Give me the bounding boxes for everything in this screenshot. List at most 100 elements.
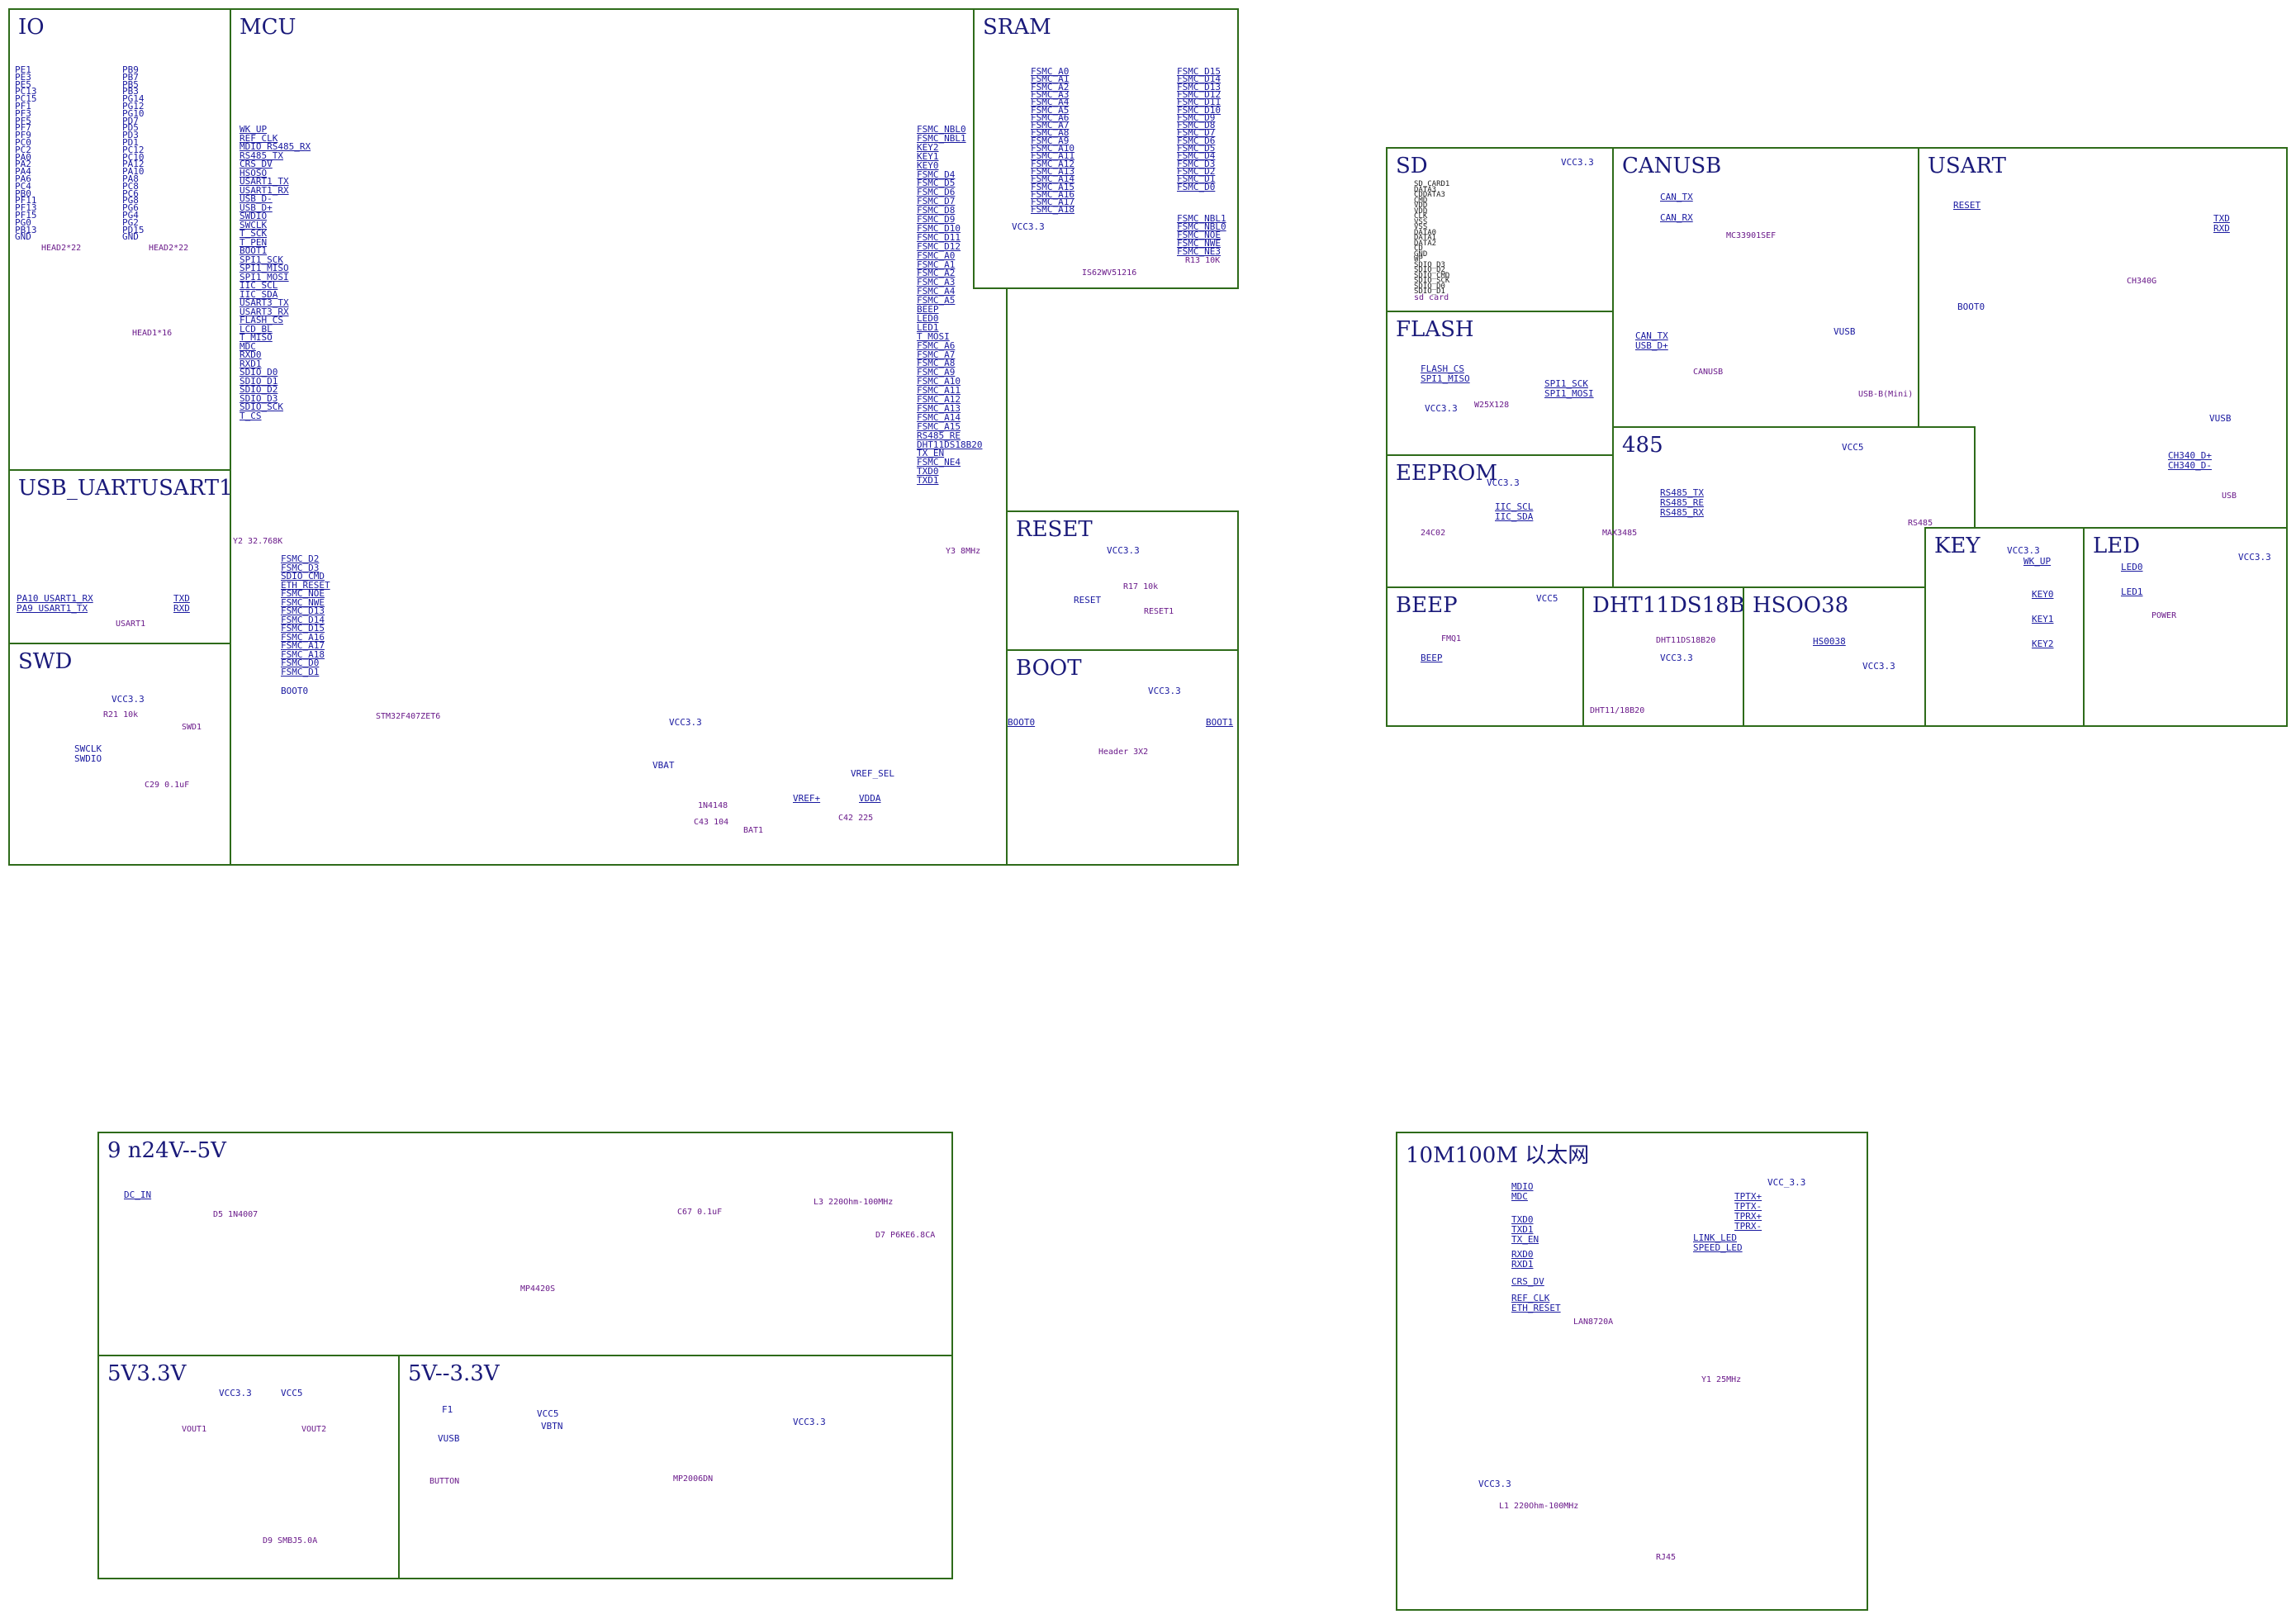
- mcu-net-label: USB_D-: [240, 193, 273, 204]
- usb-uart-net-rxd: RXD: [173, 603, 190, 614]
- hsoo38-block: HSOO38: [1743, 586, 1926, 727]
- sram-addr-label: FSMC_A18: [1031, 204, 1074, 216]
- io-pin-label: PG0: [15, 216, 31, 228]
- mcu-fsmc-label: FSMC_A16: [281, 631, 325, 643]
- sd-pin-label: VDD: [1414, 202, 1428, 210]
- mcu-net-label: FSMC_D12: [917, 240, 961, 252]
- mcu-vref-sel: VREF_SEL: [851, 768, 894, 779]
- led-vcc: VCC3.3: [2238, 552, 2271, 563]
- ethernet-block: 10M100M 以太网: [1396, 1132, 1868, 1611]
- sd-pin-label: DATA1: [1414, 234, 1437, 242]
- mcu-fsmc-label: FSMC_D3: [281, 562, 320, 573]
- mcu-vcc: VCC3.3: [669, 717, 702, 728]
- eth-vcc33: VCC3.3: [1478, 1479, 1511, 1489]
- io-conn3-label: HEAD1*16: [132, 329, 173, 338]
- mcu-net-label: T_PEN: [240, 236, 268, 248]
- swd-block: SWD: [8, 643, 231, 866]
- io-pin-label: PD15: [122, 224, 145, 235]
- reset-switch: RESET1: [1144, 607, 1174, 616]
- can-net-tx2: CAN_TX: [1635, 330, 1668, 341]
- key-net-0: KEY0: [2032, 589, 2054, 600]
- boot-net-1: BOOT1: [1206, 717, 1234, 728]
- io-pin-label: PB7: [122, 71, 139, 83]
- led-block: LED: [2083, 527, 2288, 727]
- io-pin-label: PF13: [15, 202, 37, 214]
- io-pin-label: PB9: [122, 64, 139, 75]
- io-pin-label: PE1: [15, 64, 31, 75]
- io-pin-label: PA8: [122, 173, 139, 184]
- mcu-fsmc-label: FSMC_D14: [281, 614, 325, 625]
- mcu-net-label: KEY1: [917, 150, 939, 162]
- mcu-net-label: SPI1_SCK: [240, 254, 283, 265]
- sd-pin-label: SDIO_D2: [1414, 266, 1445, 274]
- mcu-net-label: SWCLK: [240, 219, 268, 230]
- mcu-net-label: DHT11DS18B20: [917, 439, 983, 450]
- usart-net-dm: CH340_D-: [2168, 460, 2212, 471]
- sram-ctrl-label: FSMC_NBL1: [1177, 213, 1226, 224]
- beep-block: BEEP: [1386, 586, 1584, 727]
- buck-dcin: DC_IN: [124, 1189, 152, 1200]
- sram-data-label: FSMC_D1: [1177, 173, 1216, 185]
- io-pin-label: PF5: [15, 115, 31, 126]
- can-usb-conn: USB-B(Mini): [1858, 390, 1914, 399]
- sram-addr-label: FSMC_A9: [1031, 135, 1070, 146]
- eeprom-net-sda: IIC_SDA: [1495, 511, 1534, 522]
- eth-mdio: MDIO: [1511, 1181, 1534, 1192]
- mcu-part: STM32F407ZET6: [376, 712, 441, 721]
- io-pin-label: PG14: [122, 93, 145, 105]
- mcu-net-label: USART1_TX: [240, 176, 289, 187]
- sram-data-label: FSMC_D10: [1177, 104, 1221, 116]
- mcu-net-label: SDIO_D3: [240, 392, 278, 404]
- io-pin-label: PC0: [15, 137, 31, 148]
- swd-net-vcc: VCC3.3: [111, 694, 145, 705]
- io-pin-label: PC6: [122, 188, 139, 199]
- io-pin-label: PG12: [122, 101, 145, 112]
- sram-data-label: FSMC_D8: [1177, 120, 1216, 131]
- beep-net: BEEP: [1421, 653, 1443, 663]
- mcu-net-label: USART1_RX: [240, 184, 289, 196]
- key-vcc: VCC3.3: [2007, 545, 2040, 556]
- mcu-net-label: FSMC_A12: [917, 394, 961, 405]
- sram-data-label: FSMC_D15: [1177, 66, 1221, 77]
- sram-addr-label: FSMC_A14: [1031, 173, 1074, 185]
- mcu-net-label: FSMC_A7: [917, 349, 956, 360]
- io-block: IO: [8, 8, 231, 471]
- sram-addr-label: FSMC_A4: [1031, 97, 1070, 108]
- eth-jack: RJ45: [1656, 1553, 1677, 1562]
- mcu-net-label: FSMC_A11: [917, 385, 961, 396]
- canusb-title: CANUSB: [1622, 154, 1722, 178]
- rs485-net-rx: RS485_RX: [1660, 507, 1704, 518]
- sd-pin-label: SDIO_CMD: [1414, 271, 1450, 280]
- eth-tptxp: TPTX+: [1734, 1191, 1762, 1202]
- mcu-net-label: T_MOSI: [917, 330, 950, 342]
- v5v33-block: 5V3.3V: [97, 1355, 400, 1579]
- mcu-net-label: RS485_TX: [240, 150, 283, 161]
- mcu-net-label: FSMC_D8: [917, 205, 956, 216]
- sd-pin-label: DATA3: [1414, 185, 1437, 194]
- flash-vcc: VCC3.3: [1425, 403, 1458, 414]
- eeprom-title: EEPROM: [1396, 461, 1497, 486]
- key-net-1: KEY1: [2032, 614, 2054, 624]
- mcu-net-label: FSMC_A15: [917, 420, 961, 432]
- sram-data-label: FSMC_D12: [1177, 88, 1221, 100]
- sram-r13: R13 10K: [1185, 256, 1221, 265]
- mcu-net-label: FSMC_A3: [917, 277, 956, 288]
- mcu-net-label: FSMC_D11: [917, 231, 961, 243]
- mcu-vdda: VDDA: [859, 793, 881, 804]
- mcu-fsmc-label: FSMC_A17: [281, 640, 325, 651]
- mcu-net-label: BEEP: [917, 304, 939, 315]
- sram-vcc: VCC3.3: [1012, 221, 1045, 232]
- eth-part: LAN8720A: [1573, 1318, 1614, 1327]
- sram-block: SRAM: [973, 8, 1239, 289]
- ldo-f1: F1: [442, 1404, 453, 1415]
- can-net-tx: CAN_TX: [1660, 192, 1693, 202]
- sd-pin-label: DATA2: [1414, 239, 1437, 248]
- mcu-net-label: RXD0: [240, 349, 262, 360]
- eth-linkled: LINK_LED: [1693, 1232, 1737, 1243]
- mcu-net-label: LCD_BL: [240, 323, 273, 335]
- dht11-conn: DHT11/18B20: [1590, 706, 1645, 715]
- io-pin-label: PA0: [15, 151, 31, 163]
- mcu-net-label: SDIO_D0: [240, 367, 278, 377]
- sd-pin-label: SD_CARD1: [1414, 180, 1450, 188]
- mcu-net-label: USART3_TX: [240, 297, 289, 308]
